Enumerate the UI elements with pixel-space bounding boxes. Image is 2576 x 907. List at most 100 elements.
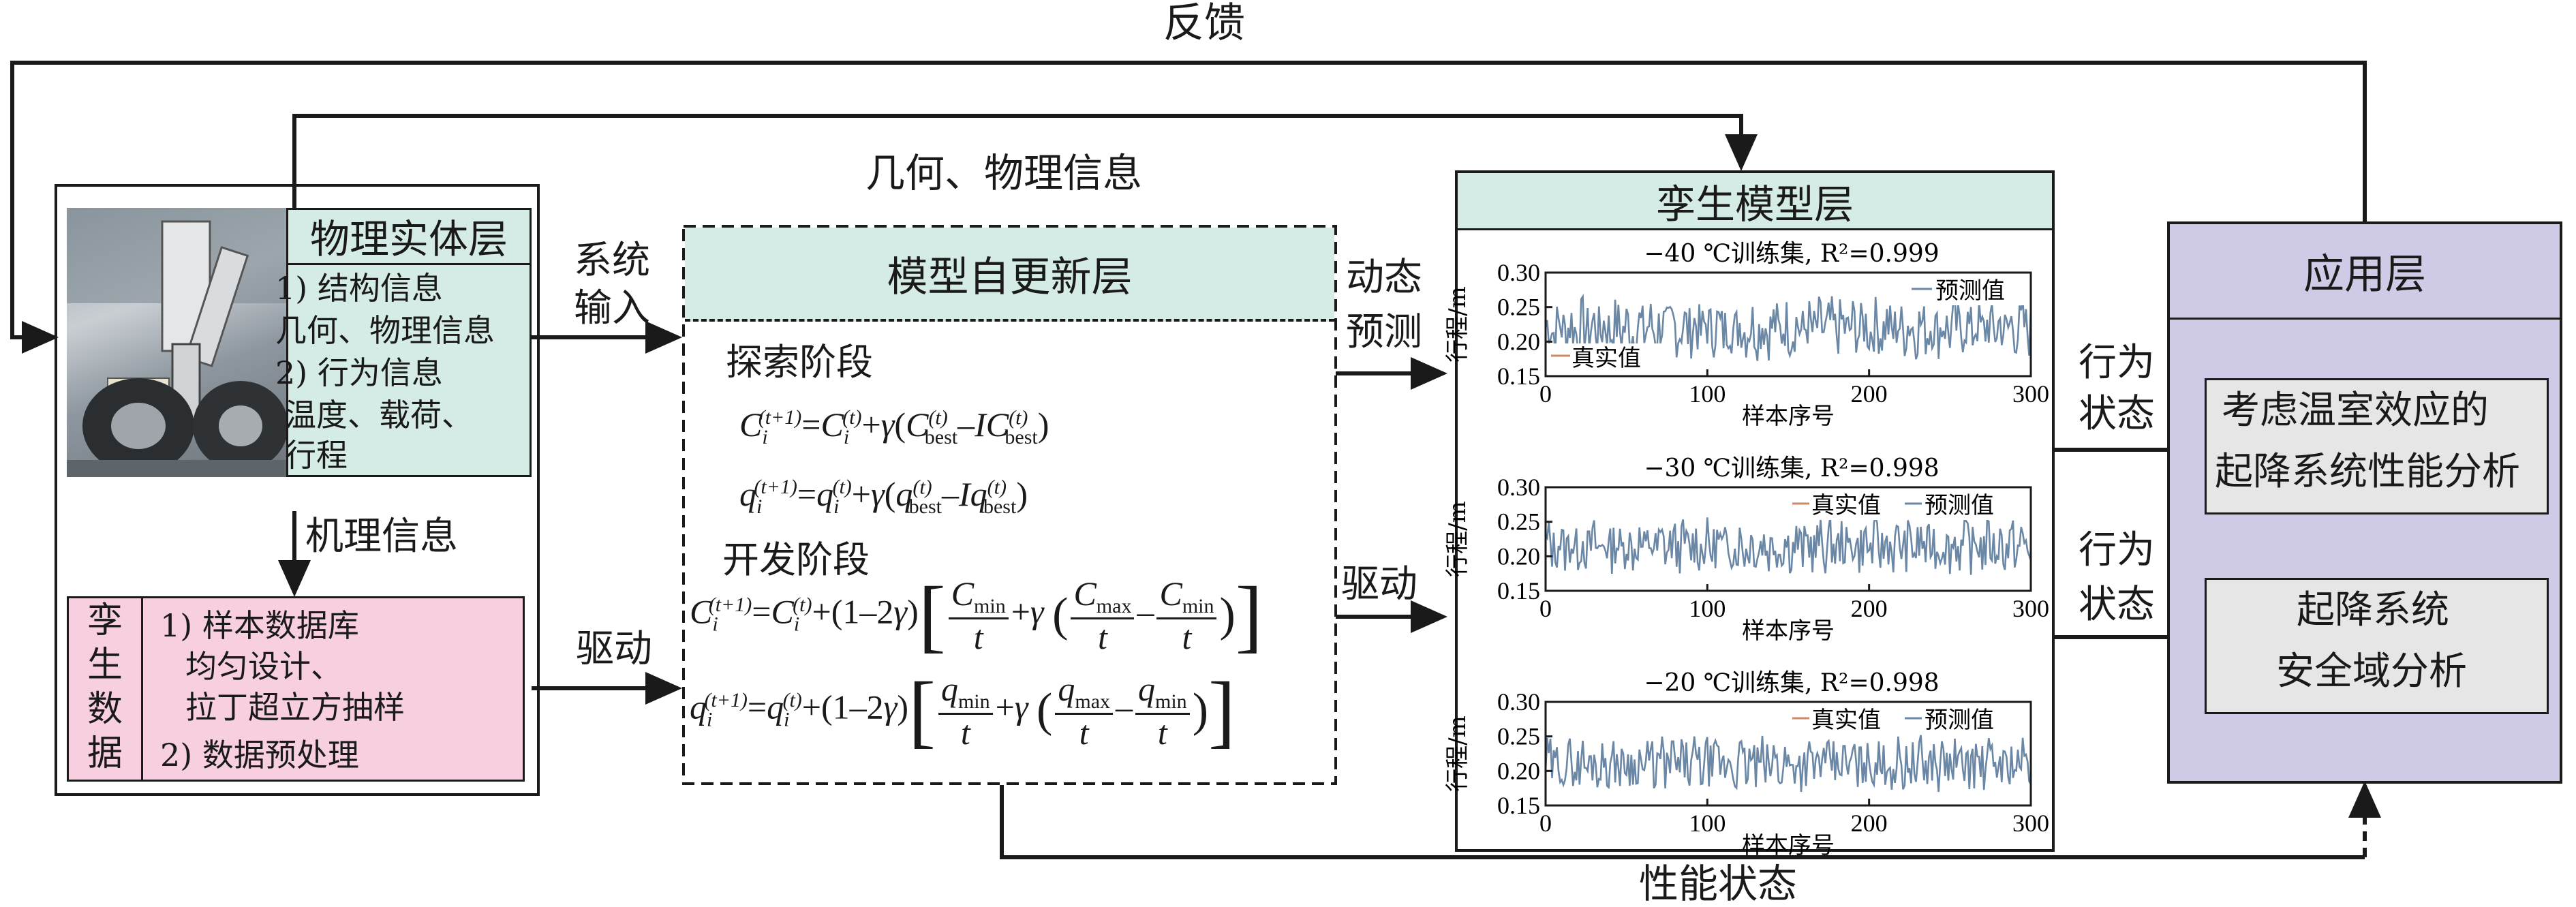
dynamic-label-2: 预测 [1346, 310, 1422, 354]
chart-title: −20 ℃训练集, R²=0.998 [1644, 669, 1939, 697]
y-axis-label: 行程/m [1444, 501, 1471, 577]
twin-data-side-2: 生 [87, 645, 123, 686]
application-title: 应用层 [2170, 224, 2560, 320]
x-tick-label: 0 [1539, 380, 1552, 408]
x-tick-label: 300 [2012, 595, 2049, 622]
physical-layer-panel [286, 208, 532, 477]
physical-outer-frame [55, 184, 540, 796]
legend-label-real: 真实值 [1811, 707, 1881, 734]
model-update-frame [682, 225, 1337, 785]
twin-data-line-2: 均匀设计、 [185, 648, 342, 685]
system-input-label-2: 输入 [574, 286, 650, 330]
twin-model-title: 孪生模型层 [1458, 173, 2052, 230]
legend-bg [1547, 343, 1661, 373]
series-line [1544, 735, 2032, 793]
twin-data-line-3: 拉丁超立方抽样 [185, 689, 405, 726]
x-tick-label: 200 [1851, 595, 1888, 622]
legend-bg [1789, 490, 2027, 520]
x-tick-label: 0 [1539, 595, 1552, 622]
x-axis-label: 样本序号 [1742, 617, 1835, 645]
x-tick-label: 0 [1539, 810, 1552, 837]
series-line [1544, 516, 2032, 575]
legend-label-pred: 预测值 [1925, 707, 1994, 734]
feedback-label: 反馈 [1163, 0, 1245, 47]
develop-stage-label: 开发阶段 [722, 538, 870, 581]
physical-line-1: 1) 结构信息 [275, 270, 443, 307]
twin-drive-label: 驱动 [576, 627, 652, 671]
x-tick-label: 100 [1689, 380, 1726, 408]
landing-gear-photo [67, 208, 286, 477]
series-line [1544, 294, 2032, 361]
legend-bg [1789, 705, 2027, 735]
physical-line-3: 2) 行为信息 [275, 354, 443, 391]
legend-bg [1908, 277, 2025, 305]
landing-gear-drawing [67, 208, 286, 477]
twin-data-line-1: 1) 样本数据库 [160, 607, 359, 644]
legend-label-pred: 预测值 [1935, 277, 2005, 305]
x-tick-label: 300 [2012, 810, 2049, 837]
twin-data-line-4: 2) 数据预处理 [160, 737, 359, 773]
performance-state-line [1000, 785, 2365, 859]
physical-line-4: 温度、载荷、 [285, 397, 473, 433]
plot-frame [1544, 701, 2032, 807]
behavior-label-2b: 状态 [2079, 583, 2155, 627]
behavior-label-1b: 状态 [2079, 392, 2155, 436]
model-drive-label: 驱动 [1341, 562, 1417, 606]
chart-title: −40 ℃训练集, R²=0.999 [1644, 240, 1939, 268]
x-axis-label: 样本序号 [1742, 403, 1835, 430]
y-tick-label: 0.15 [1497, 792, 1540, 819]
twin-data-panel [67, 596, 525, 782]
x-tick-label: 100 [1689, 595, 1726, 622]
feedback-arrow [10, 61, 2367, 354]
physical-line-2: 几何、物理信息 [275, 312, 495, 349]
y-tick-label: 0.25 [1497, 508, 1540, 536]
geo-info-arrow [292, 114, 1758, 215]
performance-analysis-line-1: 考虑温室效应的 [2222, 388, 2489, 433]
performance-analysis-line-2: 起降系统性能分析 [2215, 450, 2520, 494]
twin-data-side-4: 据 [87, 733, 123, 774]
legend-label-real: 真实值 [1571, 345, 1641, 372]
explore-equation-q: qi(t+1)=qi(t)+γ(q(t)best–Iq(t)best) [739, 475, 1028, 518]
explore-stage-label: 探索阶段 [726, 341, 873, 384]
mechanism-label: 机理信息 [305, 514, 458, 559]
y-tick-label: 0.20 [1497, 757, 1540, 784]
twin-data-side-3: 数 [87, 689, 123, 730]
x-tick-label: 300 [2012, 380, 2049, 408]
system-input-label-1: 系统 [574, 239, 650, 283]
twin-data-side-1: 孪 [87, 600, 123, 641]
behavior-label-2a: 行为 [2079, 528, 2155, 572]
plot-frame [1544, 486, 2032, 592]
y-tick-label: 0.15 [1497, 577, 1540, 604]
y-tick-label: 0.20 [1497, 542, 1540, 570]
y-tick-label: 0.30 [1497, 688, 1540, 716]
y-tick-label: 0.25 [1497, 723, 1540, 750]
y-axis-label: 行程/m [1444, 716, 1471, 792]
behavior-label-1a: 行为 [2079, 341, 2155, 385]
x-tick-label: 200 [1851, 380, 1888, 408]
geo-phys-info-label: 几何、物理信息 [865, 150, 1143, 196]
explore-equation-c: Ci(t+1)=Ci(t)+γ(C(t)best–IC(t)best) [739, 405, 1049, 448]
dynamic-label-1: 动态 [1346, 256, 1422, 300]
safety-domain-box [2205, 578, 2549, 714]
twin-data-side [67, 596, 143, 782]
plot-frame [1544, 271, 2032, 378]
safety-domain-line-2: 安全域分析 [2276, 649, 2467, 694]
y-axis-label: 行程/m [1444, 286, 1471, 363]
y-tick-label: 0.25 [1497, 294, 1540, 321]
y-tick-label: 0.30 [1497, 259, 1540, 286]
performance-state-label: 性能状态 [1639, 861, 1798, 907]
x-axis-label: 样本序号 [1742, 832, 1835, 859]
y-tick-label: 0.20 [1497, 328, 1540, 355]
legend-label-pred: 预测值 [1925, 492, 1994, 519]
chart-title: −30 ℃训练集, R²=0.998 [1644, 455, 1939, 482]
physical-layer-title: 物理实体层 [286, 208, 532, 265]
x-tick-label: 200 [1851, 810, 1888, 837]
model-update-title: 模型自更新层 [685, 228, 1334, 322]
y-tick-label: 0.15 [1497, 363, 1540, 390]
x-tick-label: 100 [1689, 810, 1726, 837]
legend-label-real: 真实值 [1811, 492, 1881, 519]
